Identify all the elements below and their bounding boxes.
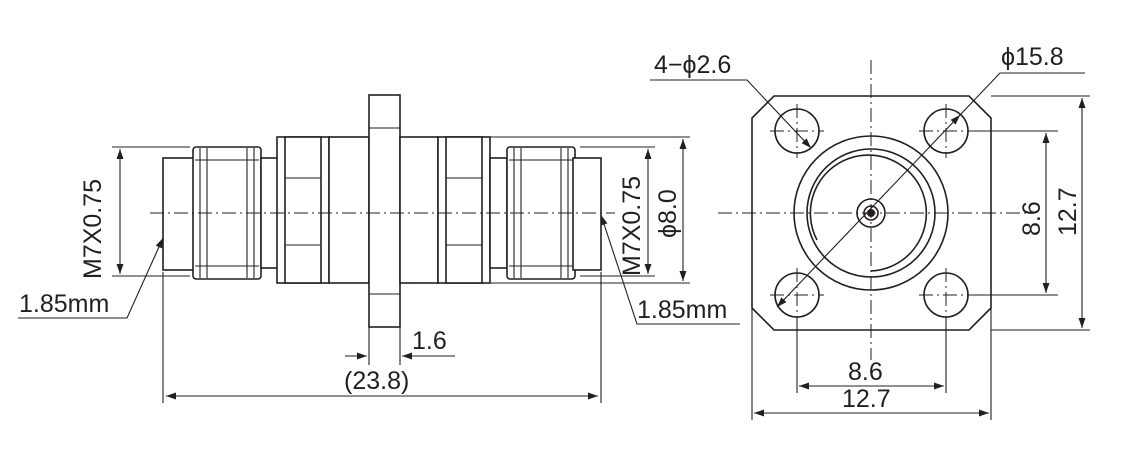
front-view: 4−ϕ2.6 ϕ15.8 8.6 12.7 8.6 12.7 (650, 43, 1090, 420)
right-pin (572, 157, 602, 271)
left-hex-nut (276, 136, 330, 284)
flange-width-v-label: 12.7 (1054, 187, 1082, 236)
holes-label: 4−ϕ2.6 (654, 51, 731, 79)
right-body (399, 136, 439, 284)
overall-length-label: (23.8) (344, 367, 409, 395)
flange (368, 94, 401, 328)
left-pin (162, 157, 197, 271)
flange-width-h-label: 12.7 (842, 385, 891, 413)
thread-right-label: M7X0.75 (618, 176, 646, 276)
left-body (328, 136, 370, 284)
center-pin (867, 209, 875, 217)
hole-pitch-v-label: 8.6 (1018, 201, 1046, 236)
connector-right-label: 1.85mm (637, 296, 727, 324)
side-view: M7X0.75 M7X0.75 ϕ8.0 1.85mm 1.85mm 1.6 (… (18, 94, 740, 403)
hole-pitch-h-label: 8.6 (848, 358, 883, 386)
flange-thickness-label: 1.6 (412, 327, 447, 355)
connector-left-label: 1.85mm (19, 290, 109, 318)
body-diameter-label: ϕ8.0 (654, 189, 682, 238)
right-hex-nut (437, 136, 491, 284)
thread-left-label: M7X0.75 (79, 179, 107, 279)
flange-circle-label: ϕ15.8 (1001, 43, 1064, 71)
